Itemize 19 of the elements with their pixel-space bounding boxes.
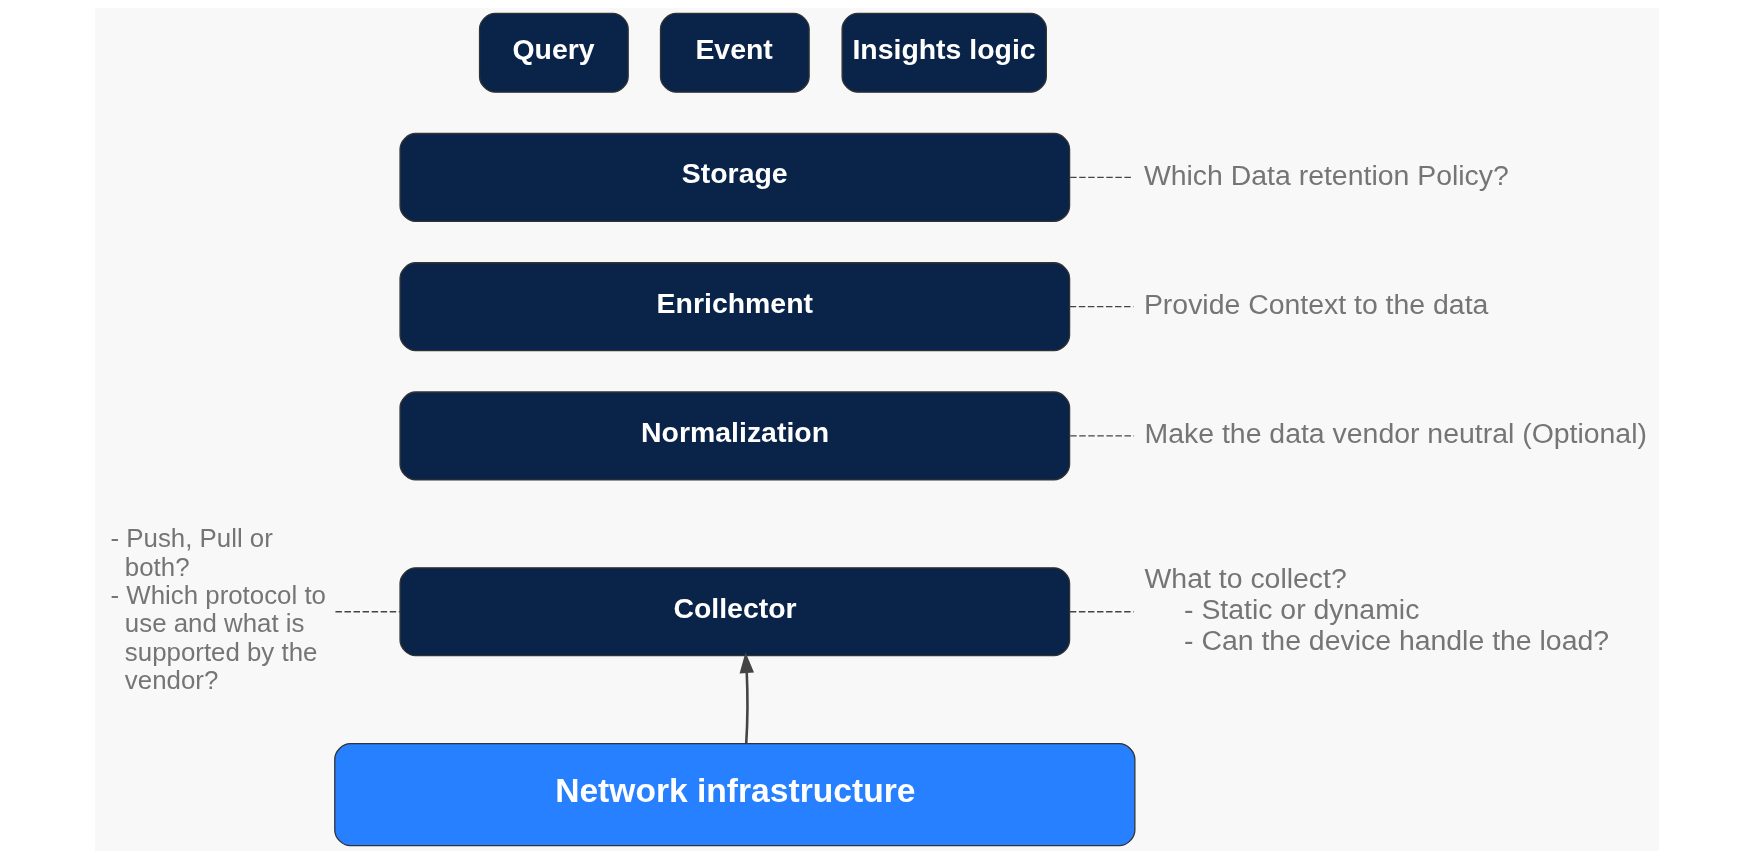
node-text: What to collect? - Static or dynamic - Can the device handle the load? (1144, 561, 1610, 657)
node-box: Query (478, 12, 629, 93)
connector (1069, 176, 1134, 179)
connector (1069, 611, 1135, 613)
node-box: Collector (399, 567, 1071, 657)
node-box: Storage (399, 132, 1071, 223)
node-text: Provide Context to the data (1143, 287, 1489, 320)
node-text: Which Data retention Policy? (1143, 158, 1509, 191)
node-box: Network infrastructure (334, 742, 1136, 847)
connector (334, 611, 401, 613)
node-text: - Push, Pull or both? - Which protocol to use and what is supported by the vendor? (110, 524, 326, 695)
connector (1069, 435, 1135, 437)
node-box: Enrichment (399, 262, 1071, 352)
node-box: Event (659, 12, 810, 93)
node-box: Insights logic (841, 12, 1047, 93)
node-text: Make the data vendor neutral (Optional) (1144, 417, 1647, 450)
arrow (739, 652, 755, 744)
node-box: Normalization (399, 391, 1071, 481)
connector (1069, 306, 1135, 308)
